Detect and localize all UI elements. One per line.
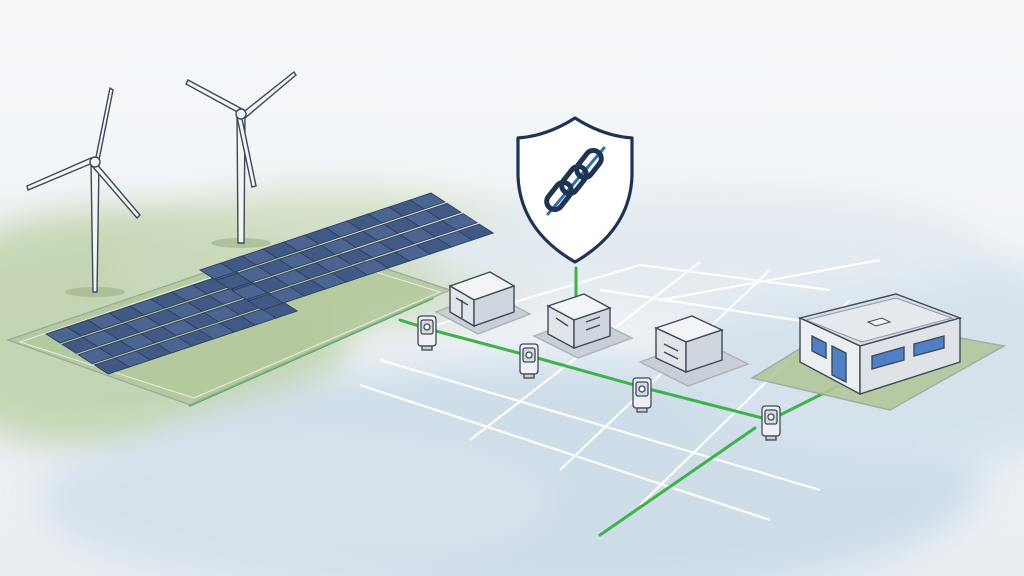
street-grid (359, 258, 881, 522)
building-icon (750, 293, 1007, 411)
electrical-cabinet-icon (532, 293, 634, 359)
smart-meter-icon (417, 315, 437, 351)
solar-panel-cell (441, 213, 479, 231)
shield-chain-link-icon (516, 116, 634, 264)
wind-turbine-icon (185, 70, 297, 248)
solar-panel-cell (409, 192, 446, 210)
smart-meter-icon (761, 405, 781, 441)
wind-turbine-icon (26, 86, 141, 297)
smart-meter-icon (519, 343, 539, 379)
solar-panel-cell (457, 223, 495, 241)
solar-panel-cell (425, 202, 463, 220)
solar-farm (6, 192, 495, 406)
smart-meter-icon (632, 377, 652, 413)
electrical-cabinet-icon (638, 315, 750, 387)
solar-panel-icon (45, 192, 495, 375)
electrical-cabinet-icon (434, 271, 532, 335)
